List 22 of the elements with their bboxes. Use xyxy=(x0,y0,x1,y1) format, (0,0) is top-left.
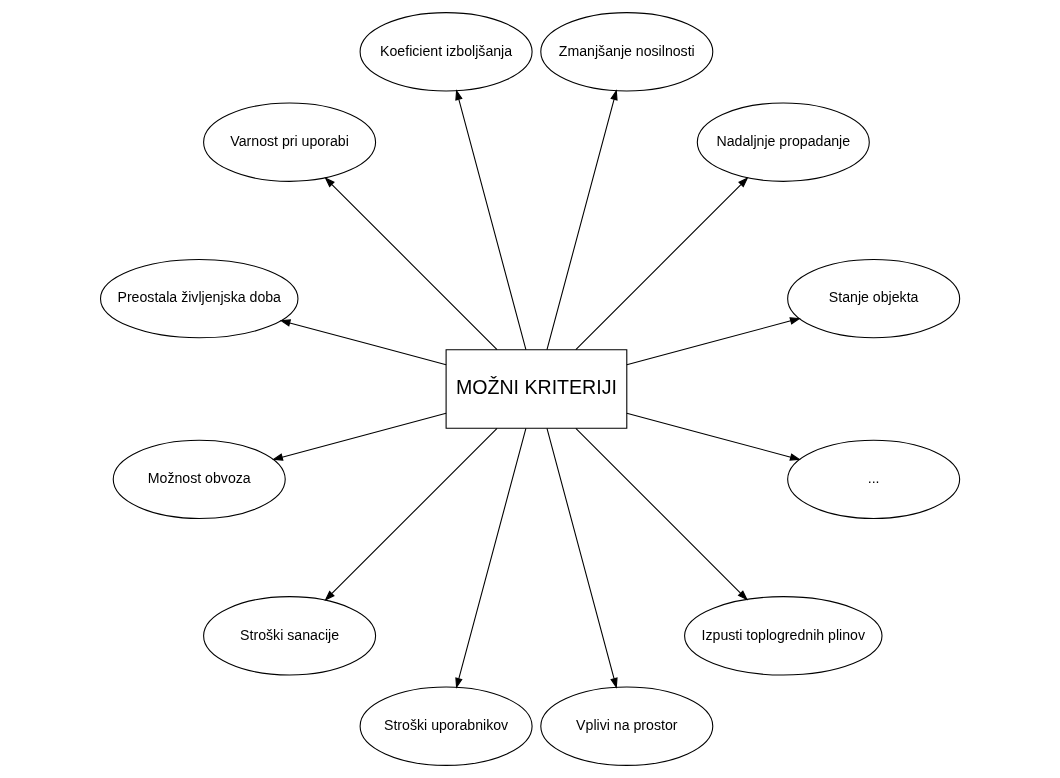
node-ellipse: Stroški uporabnikov xyxy=(359,686,533,766)
arrow xyxy=(455,89,527,351)
node-ellipse: Preostala življenjska doba xyxy=(99,258,299,339)
arrow xyxy=(626,317,801,366)
arrow xyxy=(546,427,618,689)
arrow xyxy=(626,412,801,461)
arrow xyxy=(324,177,498,351)
node-ellipse: Varnost pri uporabi xyxy=(203,102,377,182)
arrow xyxy=(324,427,498,601)
arrow xyxy=(455,427,527,689)
node-ellipse: Nadaljnje propadanje xyxy=(696,102,870,182)
arrow xyxy=(575,427,749,601)
arrow xyxy=(546,89,618,351)
arrow xyxy=(575,177,749,351)
node-box: MOŽNI KRITERIJI xyxy=(445,349,628,429)
node-ellipse: Koeficient izboljšanja xyxy=(359,12,533,92)
node-ellipse: Vplivi na prostor xyxy=(540,686,714,766)
node-ellipse: Stroški sanacije xyxy=(203,596,377,676)
arrow xyxy=(279,319,447,366)
node-ellipse: Zmanjšanje nosilnosti xyxy=(540,12,714,92)
arrow xyxy=(272,412,447,461)
node-ellipse: Izpusti toplogrednih plinov xyxy=(684,596,883,676)
